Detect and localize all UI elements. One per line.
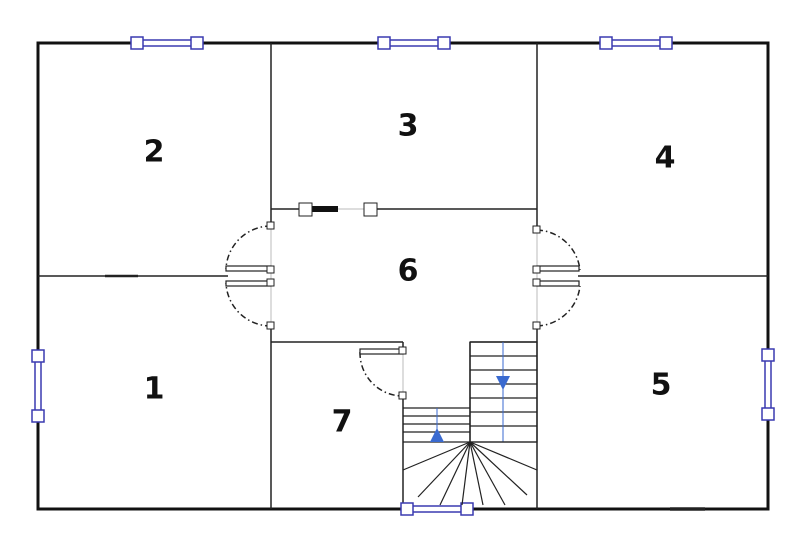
room-label-2: 2 xyxy=(144,135,165,170)
door-room-7 xyxy=(359,346,407,400)
room-label-6: 6 xyxy=(398,254,419,289)
sliding-door-room-3 xyxy=(298,202,378,217)
double-door-left xyxy=(225,221,275,330)
window-right xyxy=(761,348,775,421)
window-top-center xyxy=(377,36,451,50)
room-label-7: 7 xyxy=(332,405,353,440)
window-left xyxy=(31,349,45,423)
window-top-left xyxy=(130,36,204,50)
room-label-3: 3 xyxy=(398,109,419,144)
room-label-4: 4 xyxy=(655,141,676,176)
room-label-5: 5 xyxy=(651,368,672,403)
window-bottom xyxy=(400,502,474,516)
double-door-right xyxy=(532,225,581,330)
stair-down-arrow xyxy=(496,376,510,390)
staircase xyxy=(402,341,538,506)
window-top-right xyxy=(599,36,673,50)
room-label-1: 1 xyxy=(144,372,165,407)
stair-up-arrow xyxy=(430,428,444,442)
